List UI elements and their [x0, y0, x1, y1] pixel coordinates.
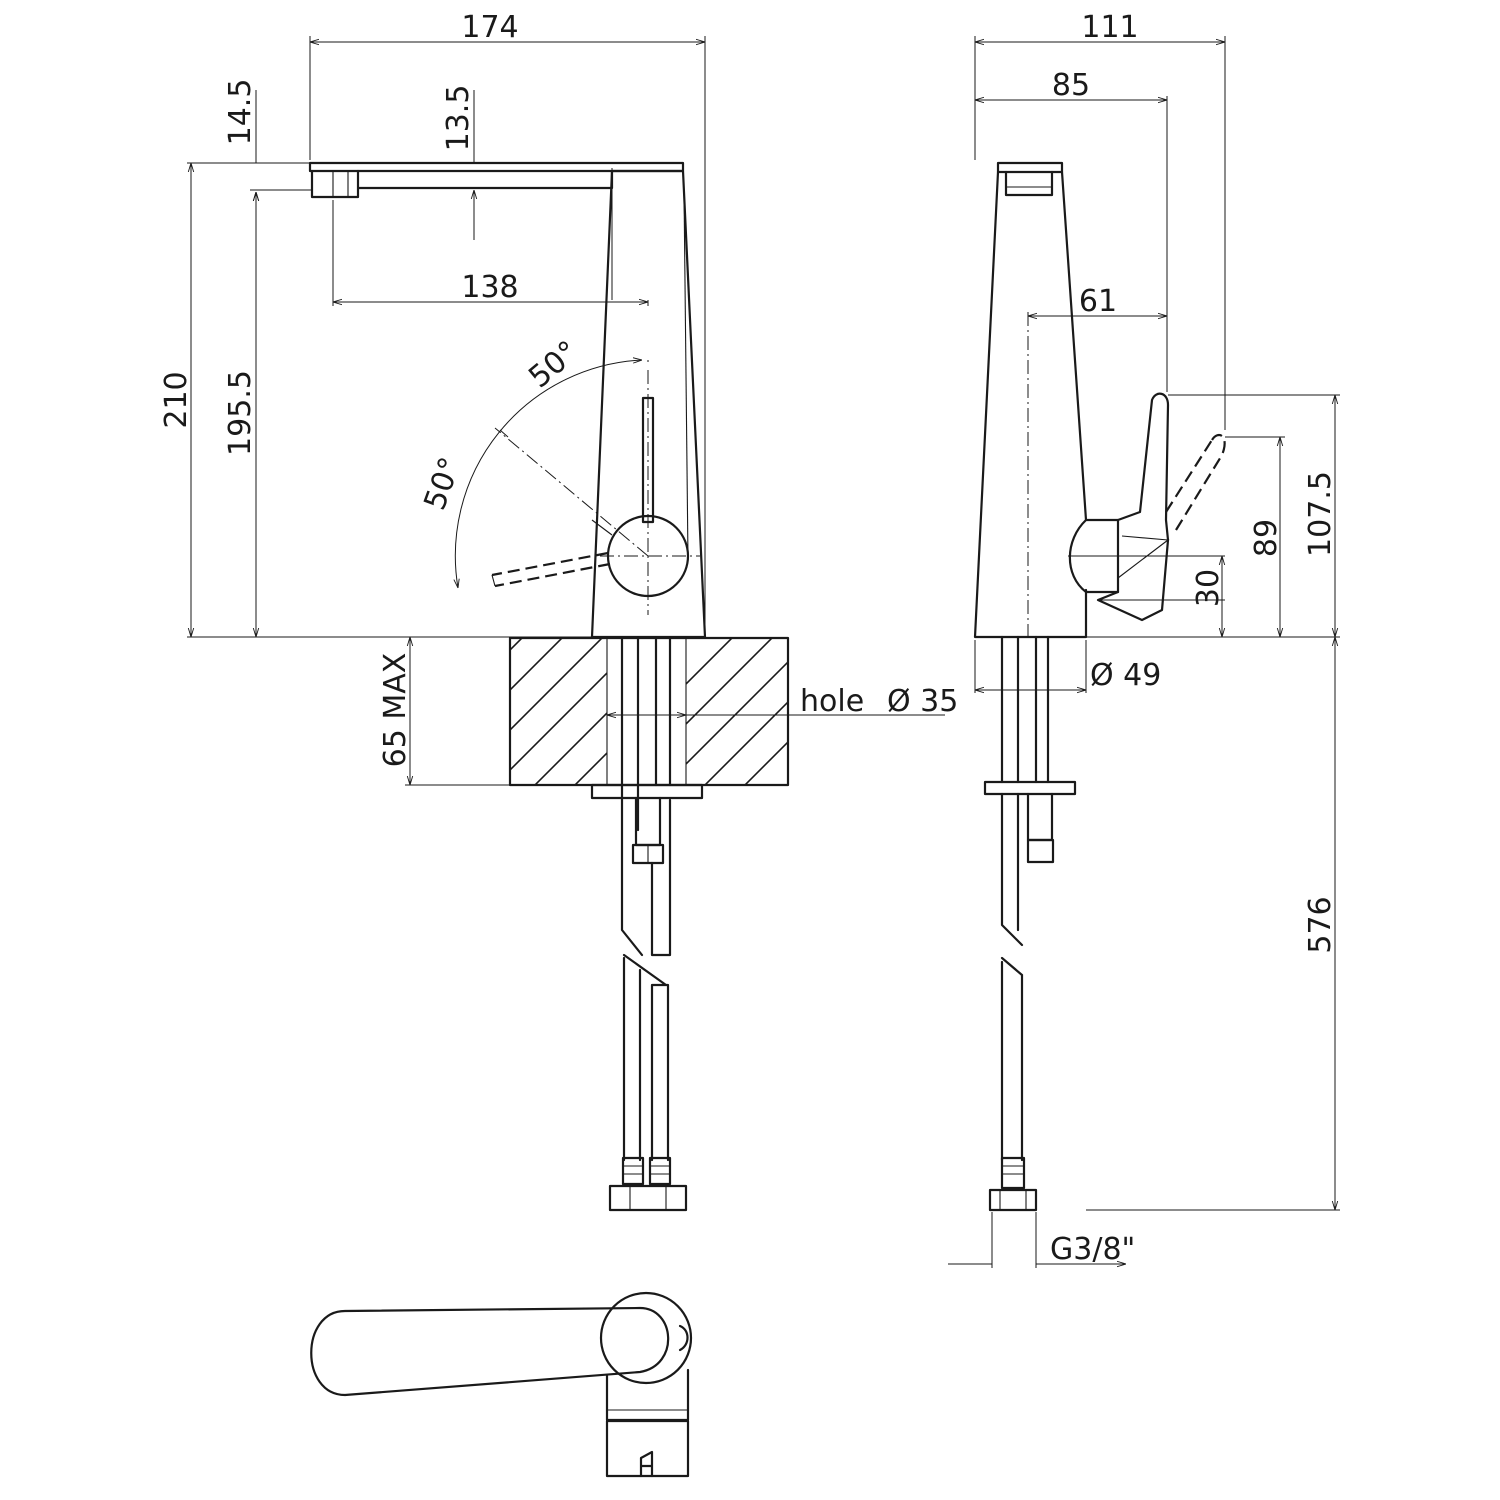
label-30: 30	[1191, 569, 1226, 607]
supply-hose-right	[654, 636, 672, 787]
label-576: 576	[1303, 896, 1338, 953]
label-89: 89	[1249, 519, 1284, 557]
side-view: 111 85 61 Ø 49 G3/8" 107.5 89 30 576	[948, 10, 1340, 1268]
top-base-circle	[599, 1291, 693, 1385]
side-fitting	[988, 1156, 1038, 1212]
label-14-5: 14.5	[223, 79, 258, 146]
spout-top-plate	[308, 161, 685, 173]
label-174: 174	[461, 10, 518, 45]
side-hose	[1000, 635, 1050, 784]
body-ridge	[683, 189, 689, 561]
hatch-left	[510, 638, 607, 785]
angle-arc	[455, 360, 642, 588]
label-210: 210	[159, 371, 194, 428]
hose-fittings	[608, 1156, 688, 1212]
spout-outlet	[332, 171, 349, 197]
label-angle-side: 50°	[418, 453, 469, 515]
side-top-cap	[996, 161, 1064, 174]
label-angle-top: 50°	[522, 334, 585, 395]
label-g38: G3/8"	[1050, 1232, 1135, 1267]
top-spout-base	[605, 1419, 690, 1478]
top-outlet-mark	[639, 1450, 654, 1478]
side-body	[973, 170, 1088, 639]
top-view	[310, 1291, 693, 1478]
label-hole: hole	[800, 684, 864, 719]
label-65max: 65 MAX	[378, 653, 413, 768]
top-lever-tip	[678, 1324, 689, 1352]
hatch-right	[686, 638, 788, 785]
label-195-5: 195.5	[223, 370, 258, 456]
side-hub	[1068, 518, 1120, 594]
spout-arm	[310, 169, 614, 199]
threaded-rod	[634, 796, 662, 847]
front-view: 174 138 hole Ø 35 210 195.5 14.5 13.5 65…	[159, 10, 958, 1212]
side-lever	[1096, 392, 1170, 622]
top-neck	[605, 1368, 690, 1422]
label-49: Ø 49	[1090, 658, 1161, 693]
lever-alternate	[491, 551, 611, 588]
label-138: 138	[461, 270, 518, 305]
top-lever	[310, 1306, 670, 1397]
lever-vertical	[641, 396, 655, 524]
label-hole-diameter: Ø 35	[887, 684, 958, 719]
mounting-plate	[590, 783, 704, 800]
label-61: 61	[1079, 284, 1117, 319]
side-mounting-plate	[983, 780, 1077, 796]
label-111: 111	[1081, 10, 1138, 45]
countertop	[508, 636, 790, 787]
supply-hose-left	[620, 636, 644, 957]
label-13-5: 13.5	[441, 85, 476, 152]
label-85: 85	[1052, 68, 1090, 103]
side-lever-alternate	[1165, 439, 1223, 531]
label-107-5: 107.5	[1303, 471, 1338, 557]
